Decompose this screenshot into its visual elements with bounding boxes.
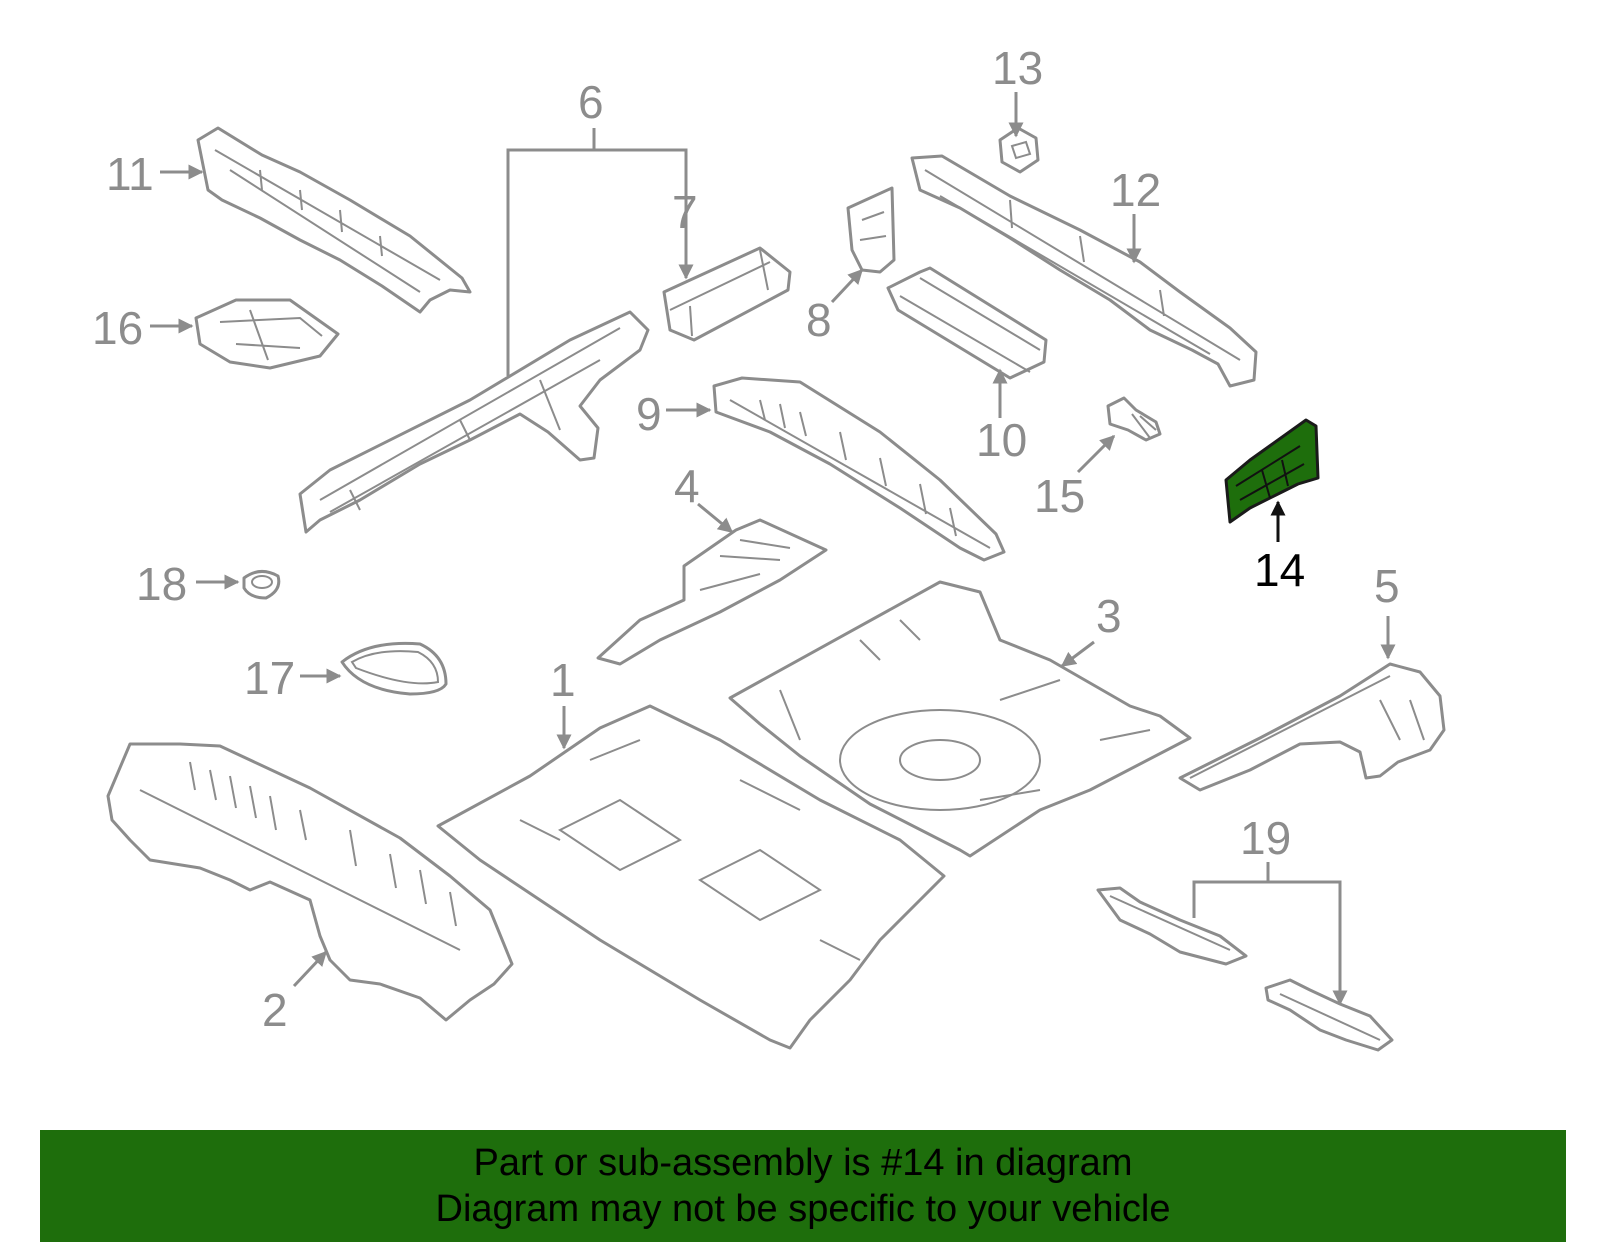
part-13-nut[interactable] bbox=[998, 126, 1040, 174]
callout-16: 16 bbox=[92, 302, 143, 354]
callout-12: 12 bbox=[1110, 164, 1161, 216]
part-6-side-member[interactable] bbox=[298, 310, 650, 534]
callout-labels: 11 16 6 7 8 13 12 10 9 15 14 4 18 17 3 5… bbox=[92, 42, 1400, 1036]
part-8-gusset[interactable] bbox=[846, 186, 896, 274]
callout-7: 7 bbox=[672, 186, 698, 238]
part-14-extension-panel[interactable] bbox=[1224, 418, 1320, 524]
callout-2: 2 bbox=[262, 984, 288, 1036]
callout-1: 1 bbox=[550, 654, 576, 706]
callout-15: 15 bbox=[1034, 470, 1085, 522]
banner-line-part: Part or sub-assembly is #14 in diagram bbox=[473, 1142, 1133, 1184]
leader-lines bbox=[150, 92, 1396, 1006]
callout-18: 18 bbox=[136, 558, 187, 610]
part-1-front-floor[interactable] bbox=[436, 704, 946, 1050]
part-19-bracket-upper[interactable] bbox=[1096, 886, 1248, 966]
part-4-reinforcement[interactable] bbox=[596, 518, 828, 666]
callout-19: 19 bbox=[1240, 812, 1291, 864]
callout-17: 17 bbox=[244, 652, 295, 704]
part-5-side-extension[interactable] bbox=[1178, 662, 1446, 792]
part-9-inner-panel[interactable] bbox=[712, 376, 1006, 562]
callout-13: 13 bbox=[992, 42, 1043, 94]
callout-5: 5 bbox=[1374, 560, 1400, 612]
info-banner: Part or sub-assembly is #14 in diagram D… bbox=[40, 1130, 1566, 1242]
part-10-cross-member[interactable] bbox=[886, 266, 1048, 380]
part-17-seal[interactable] bbox=[340, 641, 448, 696]
part-15-bolt[interactable] bbox=[1106, 396, 1162, 442]
part-19-bracket-lower[interactable] bbox=[1264, 978, 1394, 1052]
part-12-cross-rail[interactable] bbox=[910, 154, 1258, 388]
part-18-grommet[interactable] bbox=[242, 570, 281, 600]
part-7-bracket[interactable] bbox=[662, 246, 792, 342]
part-16-tray[interactable] bbox=[194, 298, 340, 370]
callout-14: 14 bbox=[1254, 544, 1305, 596]
callout-3: 3 bbox=[1096, 590, 1122, 642]
callout-11: 11 bbox=[106, 148, 154, 200]
part-3-rear-floor[interactable] bbox=[728, 580, 1192, 858]
parts-diagram: 11 16 6 7 8 13 12 10 9 15 14 4 18 17 3 5… bbox=[92, 42, 1446, 1052]
banner-line-disclaimer: Diagram may not be specific to your vehi… bbox=[435, 1188, 1171, 1230]
part-2-rear-panel[interactable] bbox=[106, 742, 514, 1022]
callout-8: 8 bbox=[806, 294, 832, 346]
callout-10: 10 bbox=[976, 414, 1027, 466]
part-11-rail[interactable] bbox=[196, 126, 472, 314]
callout-6: 6 bbox=[578, 76, 604, 128]
callout-9: 9 bbox=[636, 388, 662, 440]
callout-4: 4 bbox=[674, 460, 700, 512]
